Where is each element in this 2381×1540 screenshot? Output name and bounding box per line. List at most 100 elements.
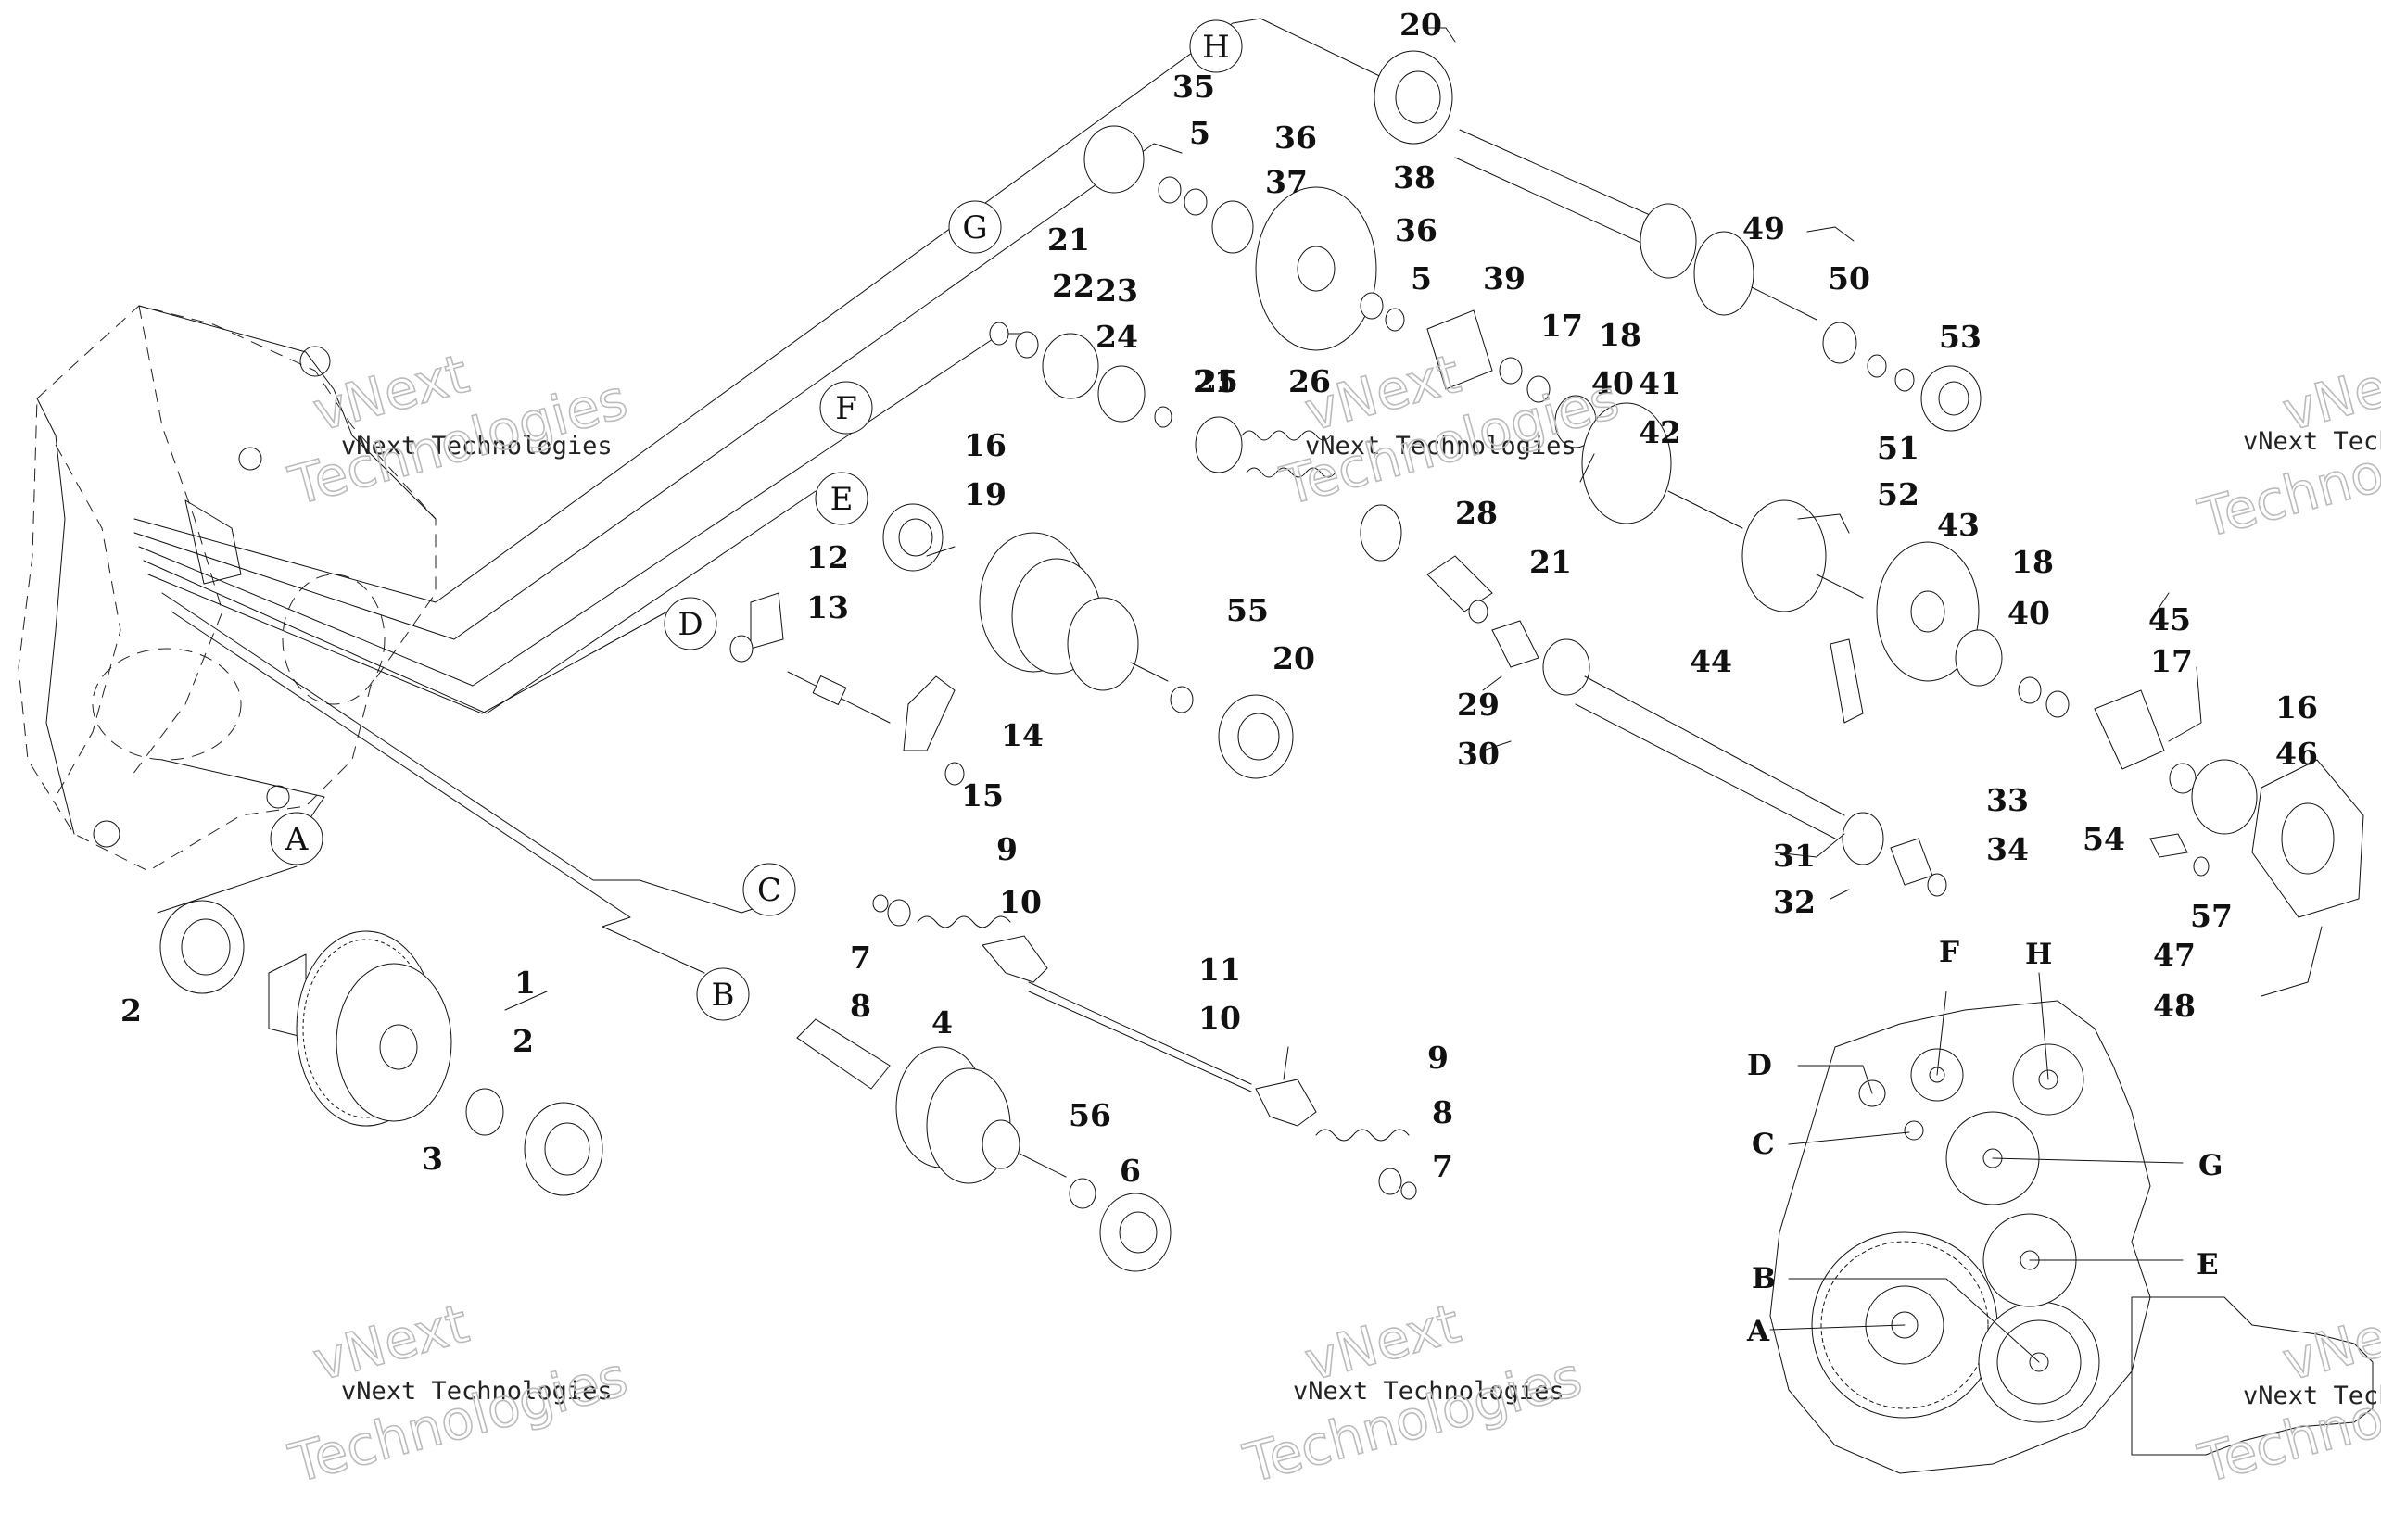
- callout: 16: [964, 427, 1007, 463]
- shaft-letter-h: H: [1189, 19, 1243, 73]
- callout: 31: [1773, 838, 1816, 874]
- callout: 30: [1457, 736, 1500, 772]
- callout: 6: [1120, 1153, 1141, 1189]
- svg-text:B: B: [712, 977, 735, 1014]
- shaft-a-assembly: [159, 900, 603, 1196]
- callout: 32: [1773, 884, 1816, 920]
- shaft-d-assembly: [729, 592, 965, 786]
- callout: 48: [2153, 988, 2196, 1024]
- shaft-letter-c: C: [742, 863, 796, 916]
- callout: 23: [1096, 272, 1138, 309]
- callout: 44: [1690, 643, 1732, 679]
- watermark-bottom-left: vNext vNext Technologies Technologies: [282, 1291, 634, 1496]
- watermark-brand: vNext Technologies: [2243, 427, 2381, 456]
- watermark-brand: vNext Technologies: [1293, 1377, 1564, 1406]
- callout: 26: [1288, 363, 1331, 399]
- svg-text:F: F: [835, 390, 857, 427]
- callout: 5: [1189, 115, 1210, 151]
- shaft-letter-g: G: [948, 200, 1002, 254]
- shaft-b-assembly: [796, 1018, 1172, 1272]
- callout: 40: [2007, 595, 2050, 631]
- callout: 21: [1193, 363, 1235, 399]
- watermark-brand: vNext Technologies: [341, 432, 613, 461]
- callout: 10: [1198, 1000, 1241, 1036]
- shaft-letter-e: E: [815, 472, 868, 525]
- callout: 40: [1591, 365, 1634, 401]
- transmission-housing: [18, 305, 437, 872]
- svg-text:C: C: [757, 872, 781, 909]
- callout: 9: [1427, 1040, 1449, 1076]
- callout: 4: [931, 1004, 953, 1041]
- callout: 22: [1052, 268, 1095, 304]
- inset-letter-b: B: [1752, 1262, 1776, 1295]
- callout: 21: [1529, 544, 1572, 580]
- inset-letter-g: G: [2198, 1149, 2223, 1182]
- callout: 17: [2150, 643, 2193, 679]
- watermark-brand: vNext Technologies: [1305, 432, 1577, 461]
- callout: 28: [1455, 495, 1498, 531]
- callout: 49: [1742, 210, 1785, 246]
- callout: 14: [1001, 717, 1044, 753]
- callout: 18: [2011, 544, 2054, 580]
- callout: 5: [1411, 260, 1432, 297]
- callout: 50: [1828, 260, 1870, 297]
- callout: 12: [806, 539, 849, 575]
- callout: 42: [1639, 414, 1681, 450]
- inset-assembled-view: [1769, 972, 2374, 1474]
- callout: 39: [1483, 260, 1526, 297]
- inset-letter-c: C: [1752, 1128, 1775, 1161]
- callout: 7: [1432, 1148, 1453, 1184]
- watermark-top-left: vNext vNext Technologies Technologies: [282, 341, 634, 518]
- callout: 19: [964, 476, 1007, 512]
- callout: 46: [2275, 736, 2318, 772]
- callout: 18: [1599, 317, 1641, 353]
- shaft-h-assembly: [1374, 50, 1982, 432]
- shaft-letter-b: B: [696, 967, 750, 1021]
- callout: 29: [1457, 687, 1500, 723]
- callout: 55: [1226, 592, 1269, 628]
- callout: 8: [1432, 1094, 1453, 1130]
- callout: 8: [850, 988, 871, 1024]
- shaft-g-assembly: [1083, 125, 2364, 918]
- callout: 43: [1937, 507, 1980, 543]
- callout: 34: [1986, 831, 2029, 867]
- shaft-letter-a: A: [270, 812, 323, 865]
- callout: 7: [850, 940, 871, 976]
- shaft-letter-d: D: [664, 597, 717, 650]
- watermark-brand: vNext Technologies: [2243, 1382, 2381, 1410]
- inset-letter-a: A: [1746, 1315, 1770, 1348]
- callout-leader-lines: [504, 27, 2323, 1080]
- inset-letter-h: H: [2025, 938, 2052, 971]
- callout: 24: [1096, 319, 1138, 355]
- shaft-leader-lines: [133, 18, 1396, 974]
- callout: 21: [1047, 221, 1090, 258]
- callout: 53: [1939, 319, 1982, 355]
- shaft-f-assembly: [989, 322, 1947, 897]
- callout: 41: [1639, 365, 1681, 401]
- watermark-right: vNext vNext Technologies Technologies: [2191, 341, 2381, 550]
- svg-text:G: G: [962, 209, 987, 246]
- callout: 2: [120, 992, 142, 1029]
- callout: 35: [1172, 69, 1215, 105]
- callout: 52: [1877, 476, 1919, 512]
- callout: 54: [2083, 821, 2125, 857]
- callout: 16: [2275, 689, 2318, 726]
- svg-text:D: D: [678, 606, 703, 643]
- callout: 9: [996, 831, 1018, 867]
- callout: 11: [1198, 952, 1241, 988]
- callout: 15: [961, 777, 1004, 814]
- callout: 10: [999, 884, 1042, 920]
- callout: 1: [514, 965, 536, 1001]
- shaft-letter-f: F: [819, 381, 873, 435]
- svg-text:E: E: [830, 481, 854, 518]
- callout: 20: [1273, 640, 1315, 676]
- watermark-brand: vNext Technologies: [341, 1377, 613, 1406]
- callout: 2: [513, 1023, 534, 1059]
- callout: 37: [1265, 164, 1308, 200]
- shaft-letter-labels: A B C D E F G H: [270, 19, 1243, 1021]
- watermark-word-2: Technologies: [1237, 1344, 1588, 1495]
- callout: 47: [2153, 937, 2196, 973]
- watermark-bottom-center: vNext vNext Technologies Technologies: [1236, 1291, 1589, 1496]
- callout: 56: [1069, 1097, 1111, 1133]
- callout: 36: [1274, 120, 1317, 156]
